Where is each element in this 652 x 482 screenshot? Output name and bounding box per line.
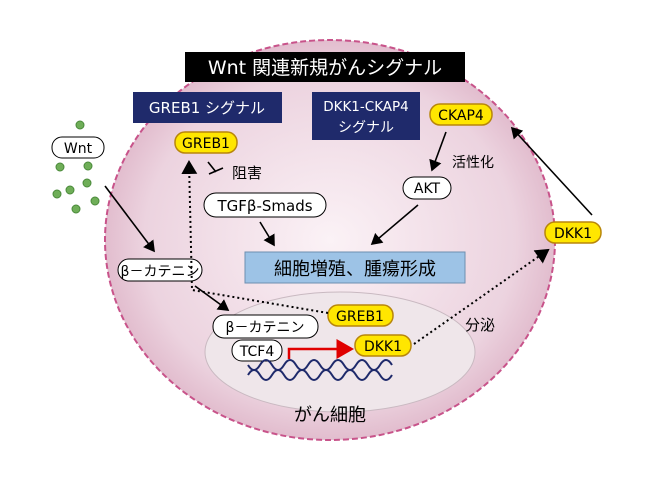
- tcf4-node: [231, 339, 283, 362]
- greb1-top-label: GREB1: [182, 136, 230, 152]
- beta-catenin-arrow: [194, 285, 230, 311]
- wnt-node: [51, 136, 105, 159]
- ckap4-akt-arrow: [429, 131, 447, 172]
- greb1-top-node: [174, 131, 238, 154]
- secretion-label: 分泌: [465, 316, 495, 334]
- dkk1-secreted-node: [544, 221, 602, 244]
- beta-catenin-cyto-label: β－カテニン: [121, 264, 200, 280]
- title: Wnt 関連新規がんシグナル: [208, 57, 442, 79]
- akt-node: [402, 176, 452, 200]
- outcome-label: 細胞増殖、腫瘍形成: [274, 258, 436, 280]
- greb1-signal-box: [133, 92, 282, 123]
- greb1-signal-label: GREB1 シグナル: [149, 99, 265, 117]
- transcription-arrow: [287, 339, 354, 359]
- dkk1-signal-label-1: DKK1-CKAP4: [323, 99, 409, 115]
- dkk1-signal-box: [312, 92, 420, 140]
- dkk1-secreted-label: DKK1: [554, 226, 592, 242]
- tgfb-arrow: [259, 221, 275, 247]
- beta-catenin-nuc-node: [212, 314, 319, 339]
- akt-label: AKT: [414, 181, 441, 197]
- cancer-cell-label: がん細胞: [294, 405, 366, 426]
- wnt-ligand-dots: [52, 120, 100, 214]
- wnt-arrow: [104, 185, 155, 253]
- ckap4-node: [429, 103, 493, 126]
- greb1-export-dotted-arrow: [181, 160, 329, 314]
- akt-arrow: [370, 204, 419, 246]
- tcf4-label: TCF4: [239, 344, 275, 360]
- dkk1-nuc-label: DKK1: [364, 339, 402, 355]
- greb1-nuc-node: [327, 304, 394, 327]
- wnt-label: Wnt: [64, 141, 93, 157]
- activation-label: 活性化: [452, 155, 494, 171]
- dkk1-signal-label-2: シグナル: [338, 120, 394, 136]
- dkk1-secretion-dotted-arrow: [413, 248, 550, 345]
- dkk1-ckap4-arrow: [510, 126, 593, 216]
- greb1-nuc-label: GREB1: [336, 309, 384, 325]
- dkk1-nuc-node: [354, 334, 412, 357]
- beta-catenin-cyto-node: [117, 258, 203, 282]
- beta-catenin-nuc-label: β－カテニン: [226, 320, 305, 336]
- outcome-box: [244, 251, 466, 284]
- inhibit-label: 阻害: [232, 164, 262, 182]
- tgfb-smads-node: [203, 192, 327, 218]
- inhibit-symbol: [207, 161, 224, 175]
- dna-helix: [247, 359, 393, 381]
- title-box: [185, 52, 465, 82]
- ckap4-label: CKAP4: [438, 108, 484, 124]
- tgfb-smads-label: TGFβ-Smads: [216, 197, 312, 215]
